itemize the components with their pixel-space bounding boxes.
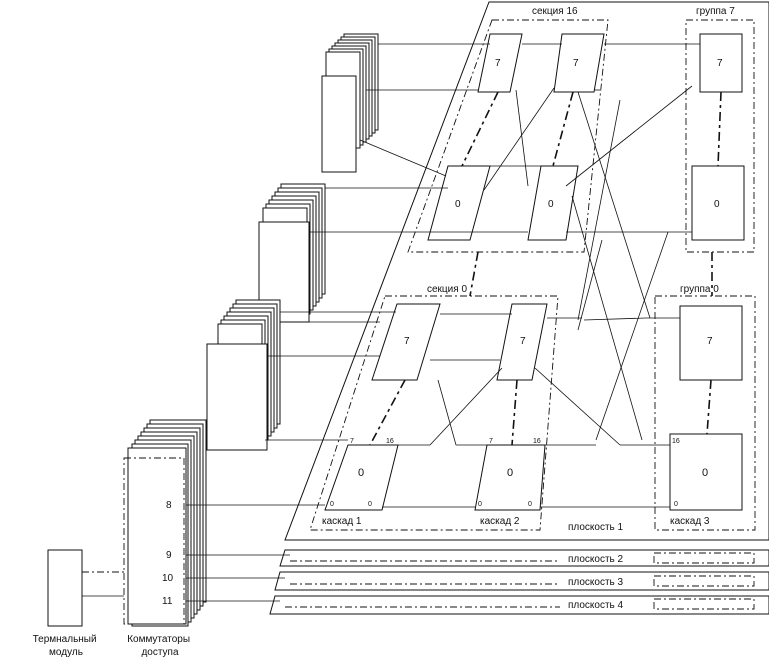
section-0-switches: 7 7 7 16 0 0 0 7 16 0 0 0 (324, 303, 548, 511)
svg-text:16: 16 (672, 438, 680, 445)
group-7-switches: 7 0 (691, 33, 745, 241)
access-switches-label: Коммутаторы доступа (127, 634, 193, 658)
access-stack-b (258, 183, 326, 323)
access-stack-c (206, 299, 281, 451)
svg-text:16: 16 (533, 438, 541, 445)
terminal-module-label: Термнальный модуль (33, 634, 100, 658)
plane-1-outline (284, 1, 769, 541)
plane-3-label: плоскость 3 (568, 577, 624, 588)
access-port-10: 10 (162, 573, 174, 584)
svg-text:0: 0 (368, 501, 372, 508)
switch-g7-0 (691, 165, 745, 241)
section-16-frame (407, 19, 609, 253)
svg-text:0: 0 (702, 467, 708, 479)
access-switch-dashed-frame (123, 457, 185, 625)
switch-s16-c1-7 (477, 33, 523, 93)
svg-text:7: 7 (404, 336, 410, 347)
switch-s16-c2-0 (527, 165, 579, 241)
svg-text:0: 0 (714, 199, 720, 210)
section-16-label: секция 16 (532, 6, 578, 17)
svg-text:7: 7 (489, 438, 493, 445)
terminal-module (47, 549, 83, 627)
access-port-9: 9 (166, 550, 172, 561)
cascade-2-label: каскад 2 (480, 516, 520, 527)
switch-s16-c1-0 (427, 165, 491, 241)
svg-text:16: 16 (386, 438, 394, 445)
group-0-label: группа 0 (680, 284, 719, 295)
section-0-frame (309, 295, 559, 531)
planes (269, 1, 769, 615)
svg-text:7: 7 (495, 58, 501, 69)
frames (309, 19, 756, 531)
group-0-frame (654, 295, 756, 531)
group-7-label: группа 7 (696, 6, 735, 17)
plane-1-label: плоскость 1 (568, 522, 624, 533)
svg-text:0: 0 (507, 467, 513, 479)
svg-text:7: 7 (520, 336, 526, 347)
switch-s0-c2-7 (496, 303, 548, 381)
switch-g0-0 (669, 433, 743, 511)
plane-2-label: плоскость 2 (568, 554, 624, 565)
section-16-switches: 7 7 0 0 (427, 33, 605, 241)
access-stack-d (127, 419, 207, 627)
plane-2-outline (279, 549, 769, 567)
switch-s0-c2-0 (474, 444, 546, 511)
cascade-3-label: каскад 3 (670, 516, 710, 527)
switch-s0-c1-7 (371, 303, 441, 381)
group-0-switches: 7 16 0 0 (669, 305, 743, 511)
plane-4-outline (269, 595, 769, 615)
svg-text:7: 7 (350, 438, 354, 445)
access-stacks: 8 9 10 11 (123, 33, 528, 627)
svg-text:7: 7 (717, 58, 723, 69)
group-7-frame (685, 19, 755, 253)
svg-text:0: 0 (674, 501, 678, 508)
switch-s16-c2-7 (553, 33, 605, 93)
svg-text:0: 0 (528, 501, 532, 508)
svg-text:0: 0 (455, 199, 461, 210)
svg-text:7: 7 (573, 58, 579, 69)
svg-text:0: 0 (358, 467, 364, 479)
switch-s0-c1-0 (324, 444, 399, 511)
cascade-1-label: каскад 1 (322, 516, 362, 527)
svg-text:0: 0 (330, 501, 334, 508)
plane-4-label: плоскость 4 (568, 600, 624, 611)
svg-text:7: 7 (707, 336, 713, 347)
plane-3-outline (274, 571, 769, 591)
links (382, 43, 700, 508)
access-stack-a (321, 33, 379, 173)
section-0-label: секция 0 (427, 284, 467, 295)
access-port-8: 8 (166, 500, 172, 511)
access-port-11: 11 (162, 596, 173, 607)
svg-text:0: 0 (548, 199, 554, 210)
svg-text:0: 0 (478, 501, 482, 508)
